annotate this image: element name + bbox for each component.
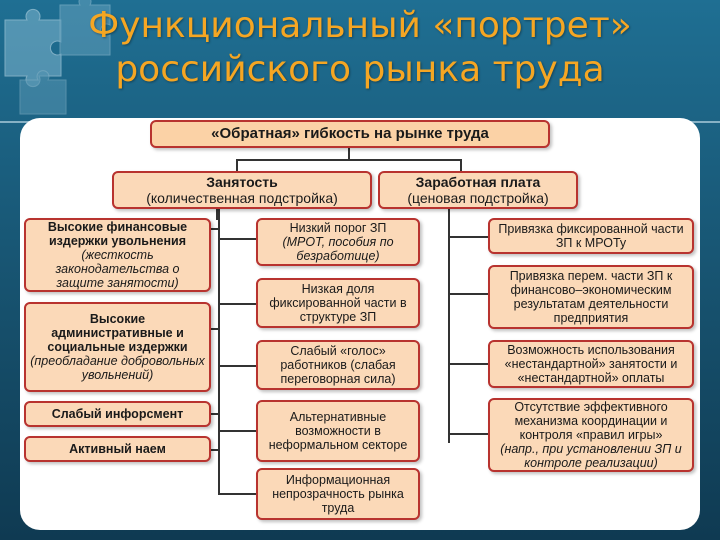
middle-box-info-opacity: Информационная непрозрачность рынка труд… <box>256 468 420 520</box>
right-box-text: Привязка фиксированной части ЗП к МРОТу <box>498 222 684 250</box>
connector-line <box>218 430 256 432</box>
connector-line <box>218 365 256 367</box>
connector-line <box>460 159 462 171</box>
diagram-panel: «Обратная» гибкость на рынке труда Занят… <box>20 118 700 530</box>
employment-header-box: Занятость (количественная подстройка) <box>112 171 372 209</box>
left-box-italic: (жесткость законодательства о защите зан… <box>55 248 180 290</box>
slide-title-line-1: Функциональный «портрет» <box>88 5 632 46</box>
left-box-bold: Высокие административные и социальные из… <box>47 312 188 354</box>
connector-line <box>236 159 460 161</box>
slide-title: Функциональный «портрет» российского рын… <box>0 4 720 92</box>
top-box-label: «Обратная» гибкость на рынке труда <box>211 125 489 142</box>
connector-line <box>448 293 488 295</box>
slide-title-line-2: российского рынка труда <box>115 49 605 90</box>
connector-line <box>218 208 220 458</box>
middle-box-low-wage-floor: Низкий порог ЗП (МРОТ, пособия по безраб… <box>256 218 420 266</box>
connector-line <box>211 413 220 415</box>
connector-line <box>216 208 218 220</box>
connector-line <box>218 238 256 240</box>
connector-line <box>211 449 220 451</box>
middle-box-text: Низкая доля фиксированной части в структ… <box>269 282 407 324</box>
middle-box-informal-sector: Альтернативные возможности в неформально… <box>256 400 420 462</box>
connector-line <box>218 458 220 493</box>
right-box-no-coordination: Отсутствие эффективного механизма коорди… <box>488 398 694 472</box>
connector-line <box>218 493 256 495</box>
right-box-text: Привязка перем. части ЗП к финансово–эко… <box>509 269 673 325</box>
top-box-reverse-flexibility: «Обратная» гибкость на рынке труда <box>150 120 550 148</box>
left-box-weak-enforcement: Слабый инфорсмент <box>24 401 211 427</box>
middle-box-weak-voice: Слабый «голос» работников (слабая перего… <box>256 340 420 390</box>
left-box-financial-costs: Высокие финансовые издержки увольнения (… <box>24 218 211 292</box>
left-box-italic: (преобладание добровольных увольнений) <box>30 354 205 382</box>
right-box-nonstandard: Возможность использования «нестандартной… <box>488 340 694 388</box>
middle-box-text: Информационная непрозрачность рынка труд… <box>272 473 404 515</box>
connector-line <box>448 236 488 238</box>
connector-line <box>211 328 220 330</box>
left-box-bold: Высокие финансовые издержки увольнения <box>47 220 188 248</box>
wage-title: Заработная плата <box>415 174 541 190</box>
right-box-italic: (напр., при установлении ЗП и контроле р… <box>500 442 682 470</box>
left-box-bold: Активный наем <box>69 442 166 456</box>
right-box-text: Отсутствие эффективного механизма коорди… <box>514 400 668 442</box>
connector-line <box>218 303 256 305</box>
wage-subtitle: (ценовая подстройка) <box>407 190 549 206</box>
employment-title: Занятость <box>206 174 278 190</box>
right-box-variable-part: Привязка перем. части ЗП к финансово–эко… <box>488 265 694 329</box>
middle-box-low-fixed-share: Низкая доля фиксированной части в структ… <box>256 278 420 328</box>
connector-line <box>348 148 350 160</box>
wage-header-box: Заработная плата (ценовая подстройка) <box>378 171 578 209</box>
middle-box-text: Низкий порог ЗП <box>289 221 387 235</box>
middle-box-text: Слабый «голос» работников (слабая перего… <box>280 344 396 386</box>
connector-line <box>448 208 450 443</box>
connector-line <box>448 433 488 435</box>
right-box-fixed-part-mrot: Привязка фиксированной части ЗП к МРОТу <box>488 218 694 254</box>
employment-subtitle: (количественная подстройка) <box>146 190 338 206</box>
right-box-text: Возможность использования «нестандартной… <box>504 343 678 385</box>
connector-line <box>236 159 238 171</box>
middle-box-italic: (МРОТ, пособия по безработице) <box>282 235 394 263</box>
connector-line <box>448 363 488 365</box>
puzzle-pieces-decoration <box>4 0 111 115</box>
left-box-admin-costs: Высокие административные и социальные из… <box>24 302 211 392</box>
left-box-bold: Слабый инфорсмент <box>51 407 184 421</box>
connector-line <box>211 228 220 230</box>
left-box-active-hiring: Активный наем <box>24 436 211 462</box>
middle-box-text: Альтернативные возможности в неформально… <box>268 410 408 452</box>
